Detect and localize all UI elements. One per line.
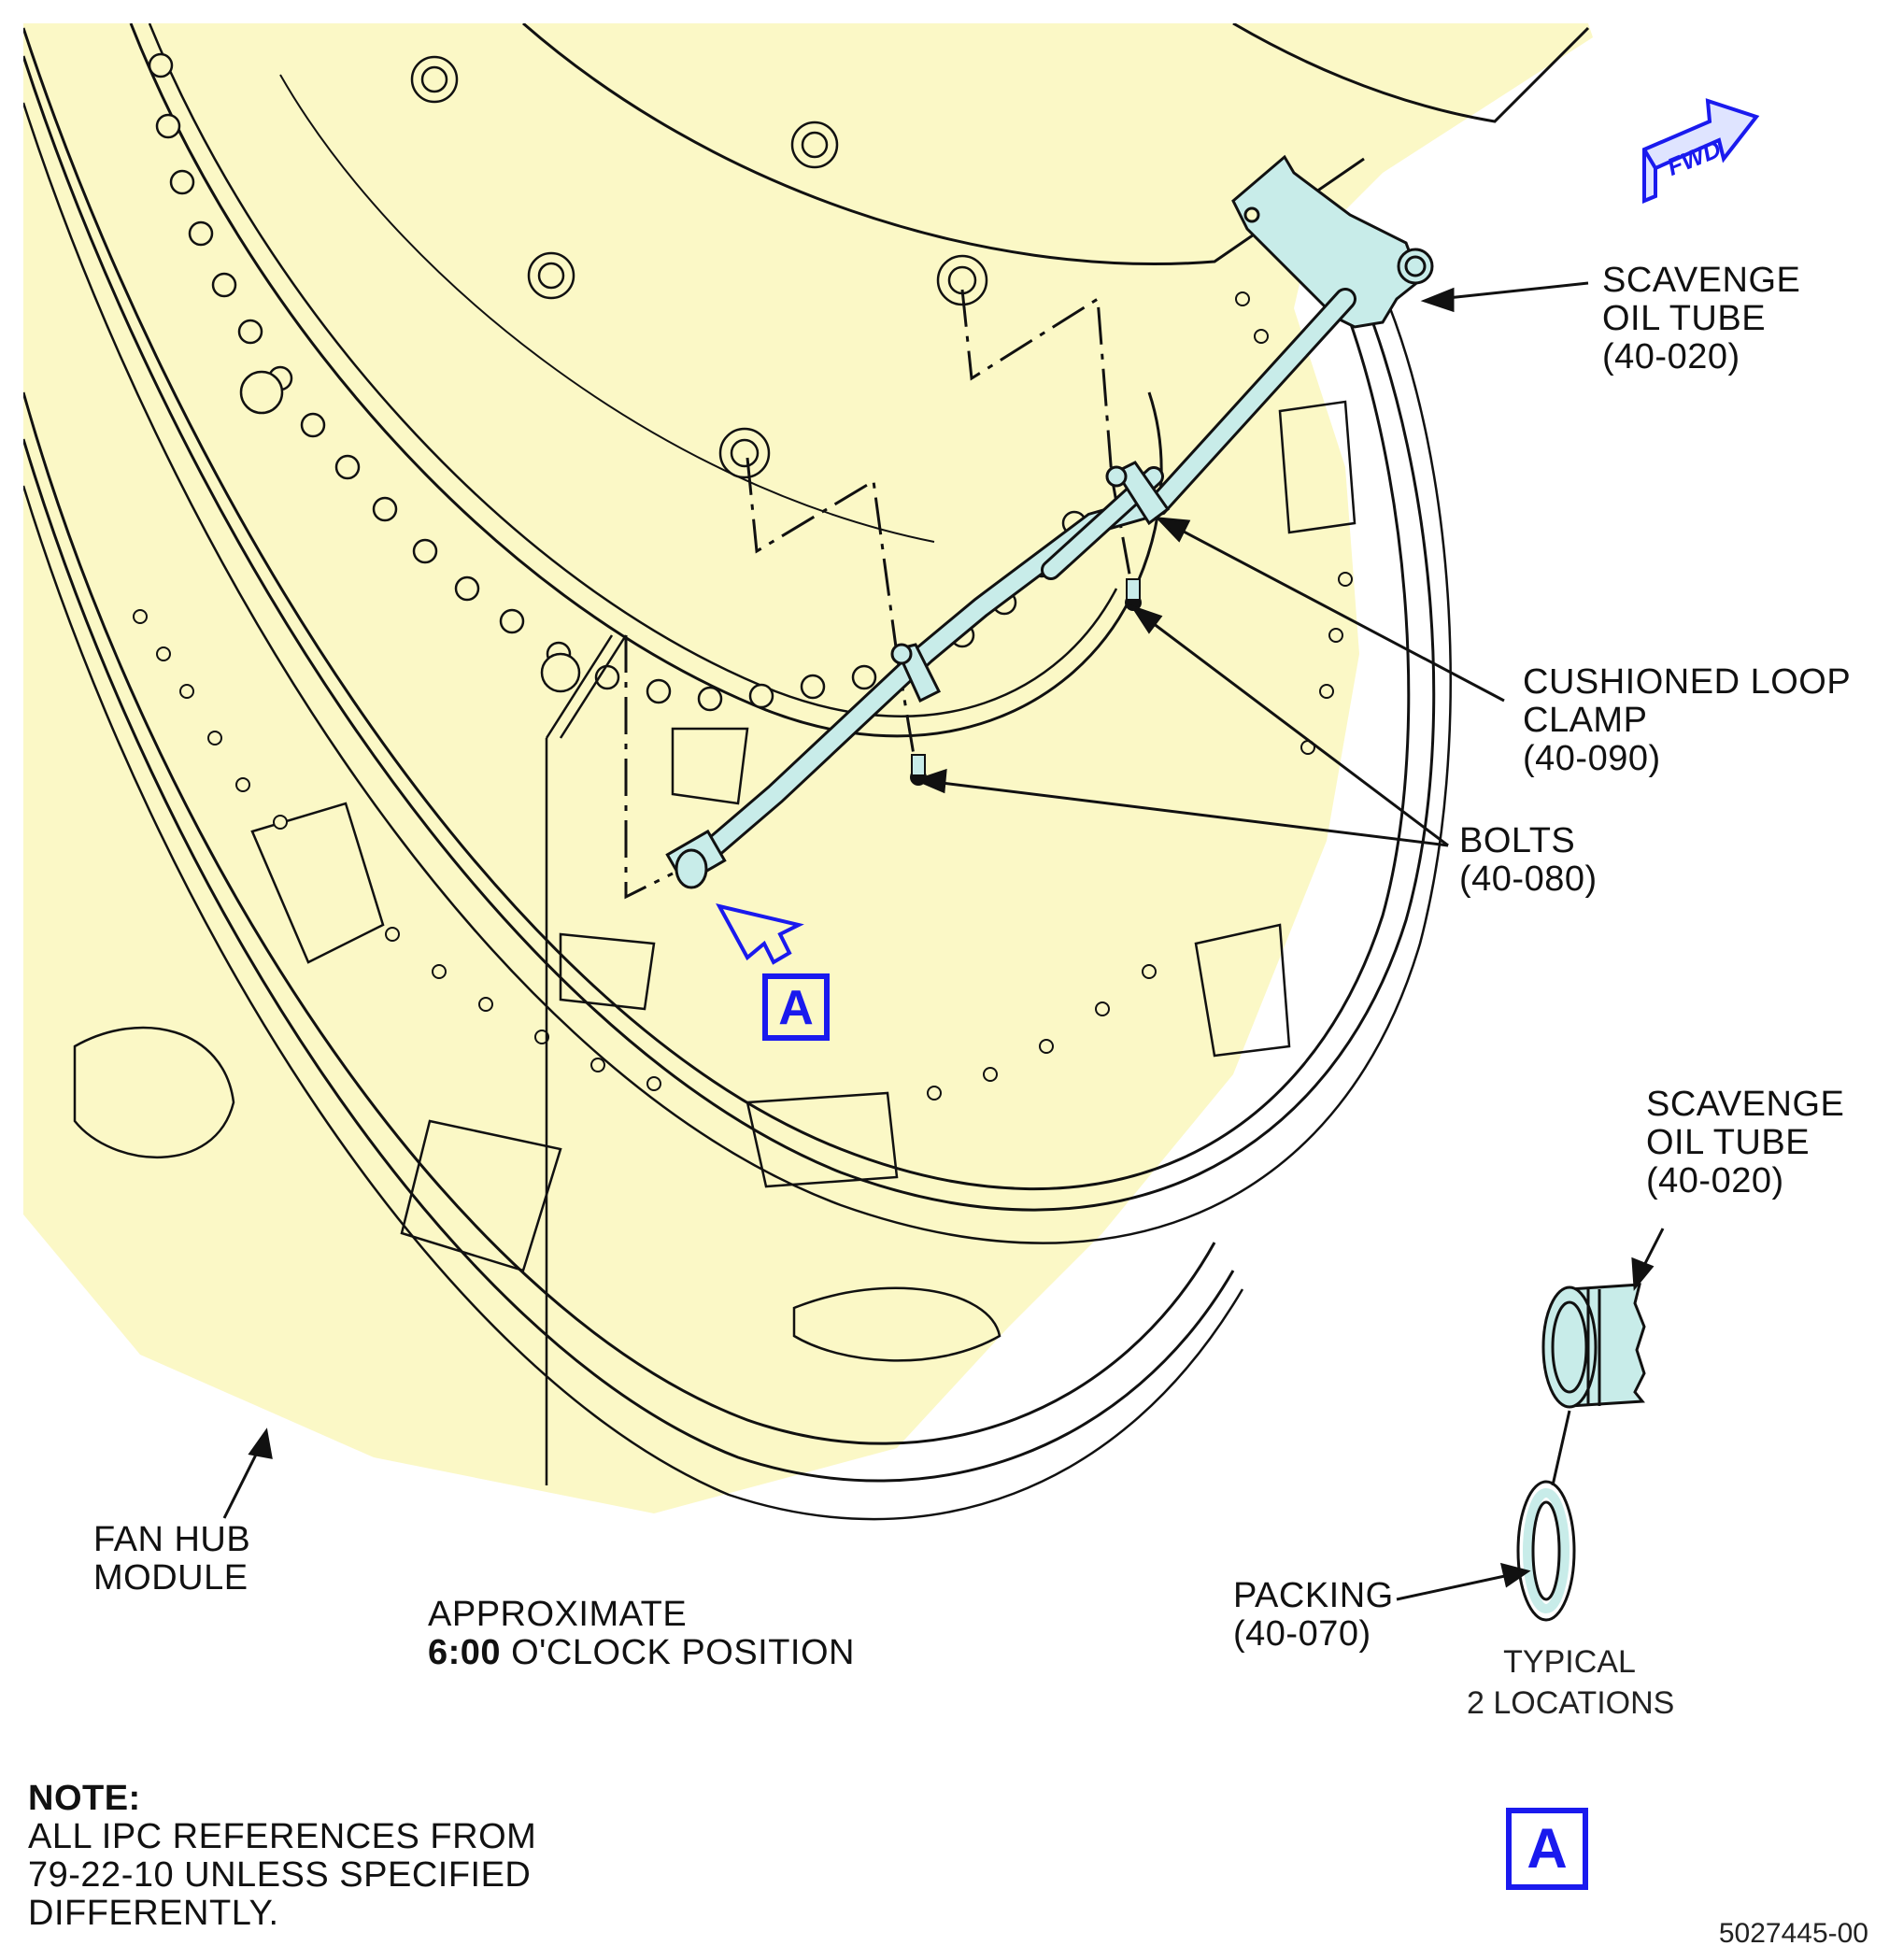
label-line: APPROXIMATE <box>428 1595 688 1634</box>
scavenge-oil-tube-assembly <box>665 154 1434 889</box>
tube-end-fitting <box>665 248 1434 889</box>
label-approximate-position: APPROXIMATE 6:00 O'CLOCK POSITION <box>428 1596 855 1672</box>
note-block: NOTE: ALL IPC REFERENCES FROM 79-22-10 U… <box>28 1780 536 1933</box>
label-line: SCAVENGE <box>1602 261 1801 300</box>
label-line: CUSHIONED LOOP <box>1523 662 1852 702</box>
label-line: CLAMP <box>1523 701 1648 740</box>
label-line: 2 LOCATIONS <box>1467 1685 1675 1721</box>
label-line: (40-070) <box>1233 1614 1371 1654</box>
label-line: OIL TUBE <box>1646 1123 1811 1162</box>
label-line: (40-080) <box>1459 859 1598 899</box>
label-line: TYPICAL <box>1503 1644 1636 1680</box>
detail-marker-a: A <box>1506 1808 1588 1890</box>
label-line: (40-020) <box>1646 1161 1784 1200</box>
clock-position-text: O'CLOCK POSITION <box>501 1633 855 1672</box>
label-cushioned-loop-clamp: CUSHIONED LOOP CLAMP (40-090) <box>1523 663 1851 778</box>
leader-lines <box>222 281 1665 1601</box>
label-scavenge-oil-tube-detail: SCAVENGE OIL TUBE (40-020) <box>1646 1086 1844 1200</box>
label-line: BOLTS <box>1459 821 1576 860</box>
label-fan-hub-module: FAN HUB MODULE <box>93 1521 250 1598</box>
view-marker-a: A <box>762 973 830 1041</box>
label-packing: PACKING (40-070) <box>1233 1577 1394 1654</box>
label-line: OIL TUBE <box>1602 299 1767 338</box>
loop-clamp-shapes <box>890 206 1260 703</box>
note-line: ALL IPC REFERENCES FROM <box>28 1817 537 1856</box>
fwd-direction-arrow: FWD <box>1642 98 1760 204</box>
installation-path-lines <box>624 289 1132 900</box>
label-line: PACKING <box>1233 1576 1394 1615</box>
view-arrow <box>716 903 804 965</box>
clock-position-value: 6:00 <box>428 1633 502 1672</box>
label-line: SCAVENGE <box>1646 1085 1845 1124</box>
label-line: (40-020) <box>1602 337 1740 376</box>
label-line: FAN HUB <box>93 1520 251 1559</box>
label-line: MODULE <box>93 1558 249 1598</box>
label-line: 6:00 O'CLOCK POSITION <box>428 1634 855 1672</box>
note-line: 79-22-10 UNLESS SPECIFIED <box>28 1855 532 1895</box>
note-line: DIFFERENTLY. <box>28 1894 279 1933</box>
detail-a-packing-ring <box>1516 1480 1576 1622</box>
detail-a-tube-end <box>1541 1283 1646 1409</box>
label-bolts: BOLTS (40-080) <box>1459 822 1598 899</box>
figure-number: 5027445-00 <box>1718 1918 1868 1949</box>
label-line: (40-090) <box>1523 739 1661 778</box>
label-scavenge-oil-tube-main: SCAVENGE OIL TUBE (40-020) <box>1602 262 1800 376</box>
note-title: NOTE: <box>28 1779 141 1818</box>
label-typical-locations: TYPICAL 2 LOCATIONS <box>1467 1641 1675 1724</box>
